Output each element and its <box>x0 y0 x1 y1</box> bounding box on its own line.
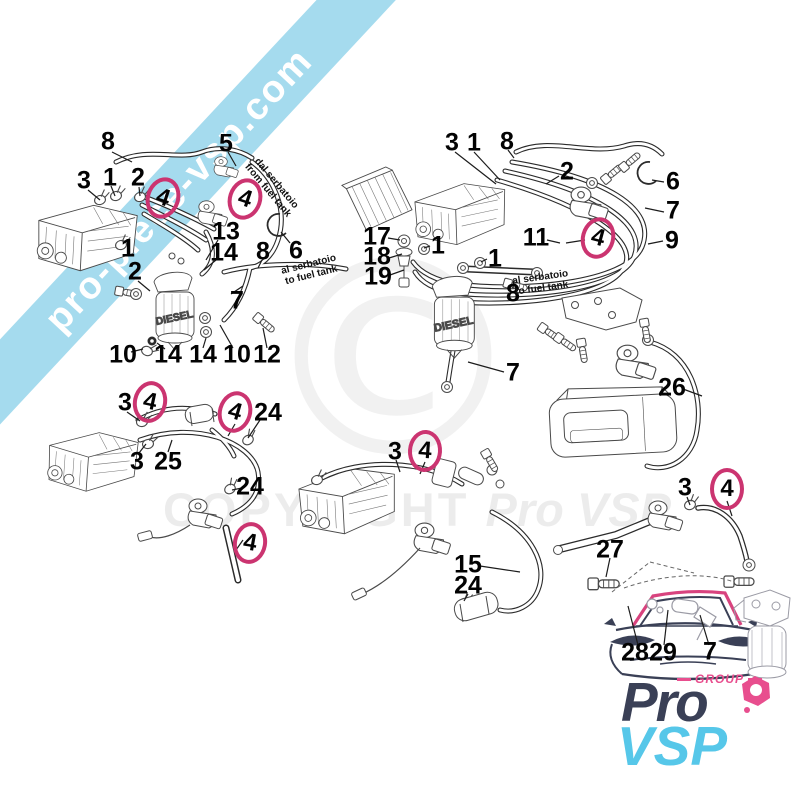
part-number-callout: 9 <box>665 226 679 255</box>
group-text: GROUP <box>695 672 745 686</box>
part-number-callout: 24 <box>254 398 282 427</box>
c-clip <box>266 213 287 237</box>
circled-part-number: 4 <box>710 468 744 510</box>
part-number-callout: 3 <box>388 437 402 466</box>
part-number-callout: 11 <box>522 223 550 252</box>
circled-part-number: 4 <box>576 213 620 263</box>
part-number-callout: 2 <box>128 257 142 286</box>
small-parts-top-left <box>91 156 277 360</box>
part-number-callout: 3 <box>678 473 692 502</box>
part-number-callout: 8 <box>506 279 520 308</box>
leader-lines <box>87 149 733 646</box>
part-number-callout: 15 <box>454 550 482 579</box>
part-number-callout: 10 <box>109 340 137 369</box>
air-filter-box <box>341 166 413 231</box>
part-number-callout: 1 <box>431 231 445 260</box>
part-number-callout: 24 <box>454 571 482 600</box>
small-parts-top-right <box>395 150 658 381</box>
part-number-callout: 19 <box>364 262 392 291</box>
fuel-filter-center: DIESEL <box>431 275 475 359</box>
part-number-callout: 28 <box>621 638 649 667</box>
part-number-callout: 7 <box>506 358 520 387</box>
circled-part-number: 4 <box>140 172 186 224</box>
dash-decoration <box>677 677 691 681</box>
circled-part-number: 4 <box>212 387 258 437</box>
filter-assembly-faded-right <box>733 589 791 679</box>
part-number-callout: 1 <box>103 163 117 192</box>
part-number-callout: 5 <box>219 129 233 158</box>
part-number-callout: 1 <box>488 244 502 273</box>
part-number-callout: 3 <box>77 166 91 195</box>
part-number-callout: 6 <box>666 167 680 196</box>
part-number-callout: 1 <box>121 234 135 263</box>
part-number-callout: 27 <box>596 535 624 564</box>
part-number-callout: 7 <box>666 196 680 225</box>
part-number-callout: 8 <box>256 237 270 266</box>
pipe-assembly-bottom-right <box>553 492 756 593</box>
part-number-callout: 17 <box>363 222 391 251</box>
part-number-callout: 14 <box>210 238 238 267</box>
headlight-left <box>610 635 655 646</box>
part-number-callout: 14 <box>189 340 217 369</box>
windshield-highlight <box>631 589 743 627</box>
c-clip <box>636 161 657 185</box>
part-number-callout: 2 <box>131 163 145 192</box>
car-front-illustration <box>604 589 767 681</box>
part-number-callout: 7 <box>703 637 717 666</box>
part-number-callout: 2 <box>560 157 574 186</box>
circled-part-number: 4 <box>129 377 171 427</box>
hex-nut-icon <box>742 676 770 713</box>
part-number-callout: 8 <box>101 127 115 156</box>
part-number-callout: 10 <box>223 340 251 369</box>
part-number-callout: 1 <box>467 128 481 157</box>
hoses-bottom-left <box>134 403 262 584</box>
part-number-callout: 7 <box>230 286 244 315</box>
part-number-callout: 6 <box>289 236 303 265</box>
part-number-callout: 14 <box>154 340 182 369</box>
part-number-callout: 3 <box>130 447 144 476</box>
hoses-top-left <box>113 146 349 323</box>
fuel-tank <box>548 386 678 458</box>
logo-pro-text: Pro <box>621 671 709 733</box>
part-number-callout: 26 <box>658 373 686 402</box>
logo-vsp-text: VSP <box>617 715 728 777</box>
part-number-callout: 13 <box>212 217 240 246</box>
part-number-callout: 3 <box>445 128 459 157</box>
part-number-callout: 3 <box>118 388 132 417</box>
circled-part-number: 4 <box>406 428 444 474</box>
part-number-callout: 8 <box>500 127 514 156</box>
part-number-callout: 24 <box>236 472 264 501</box>
circled-part-number: 4 <box>229 519 271 567</box>
part-number-callout: 18 <box>363 242 391 271</box>
provsp-logo: GROUP Pro VSP <box>615 668 785 778</box>
part-number-callout: 25 <box>154 447 182 476</box>
fuel-filter-top-left: DIESEL <box>153 271 195 351</box>
part-number-callout: 12 <box>253 340 281 369</box>
part-number-callout: 29 <box>649 638 677 667</box>
